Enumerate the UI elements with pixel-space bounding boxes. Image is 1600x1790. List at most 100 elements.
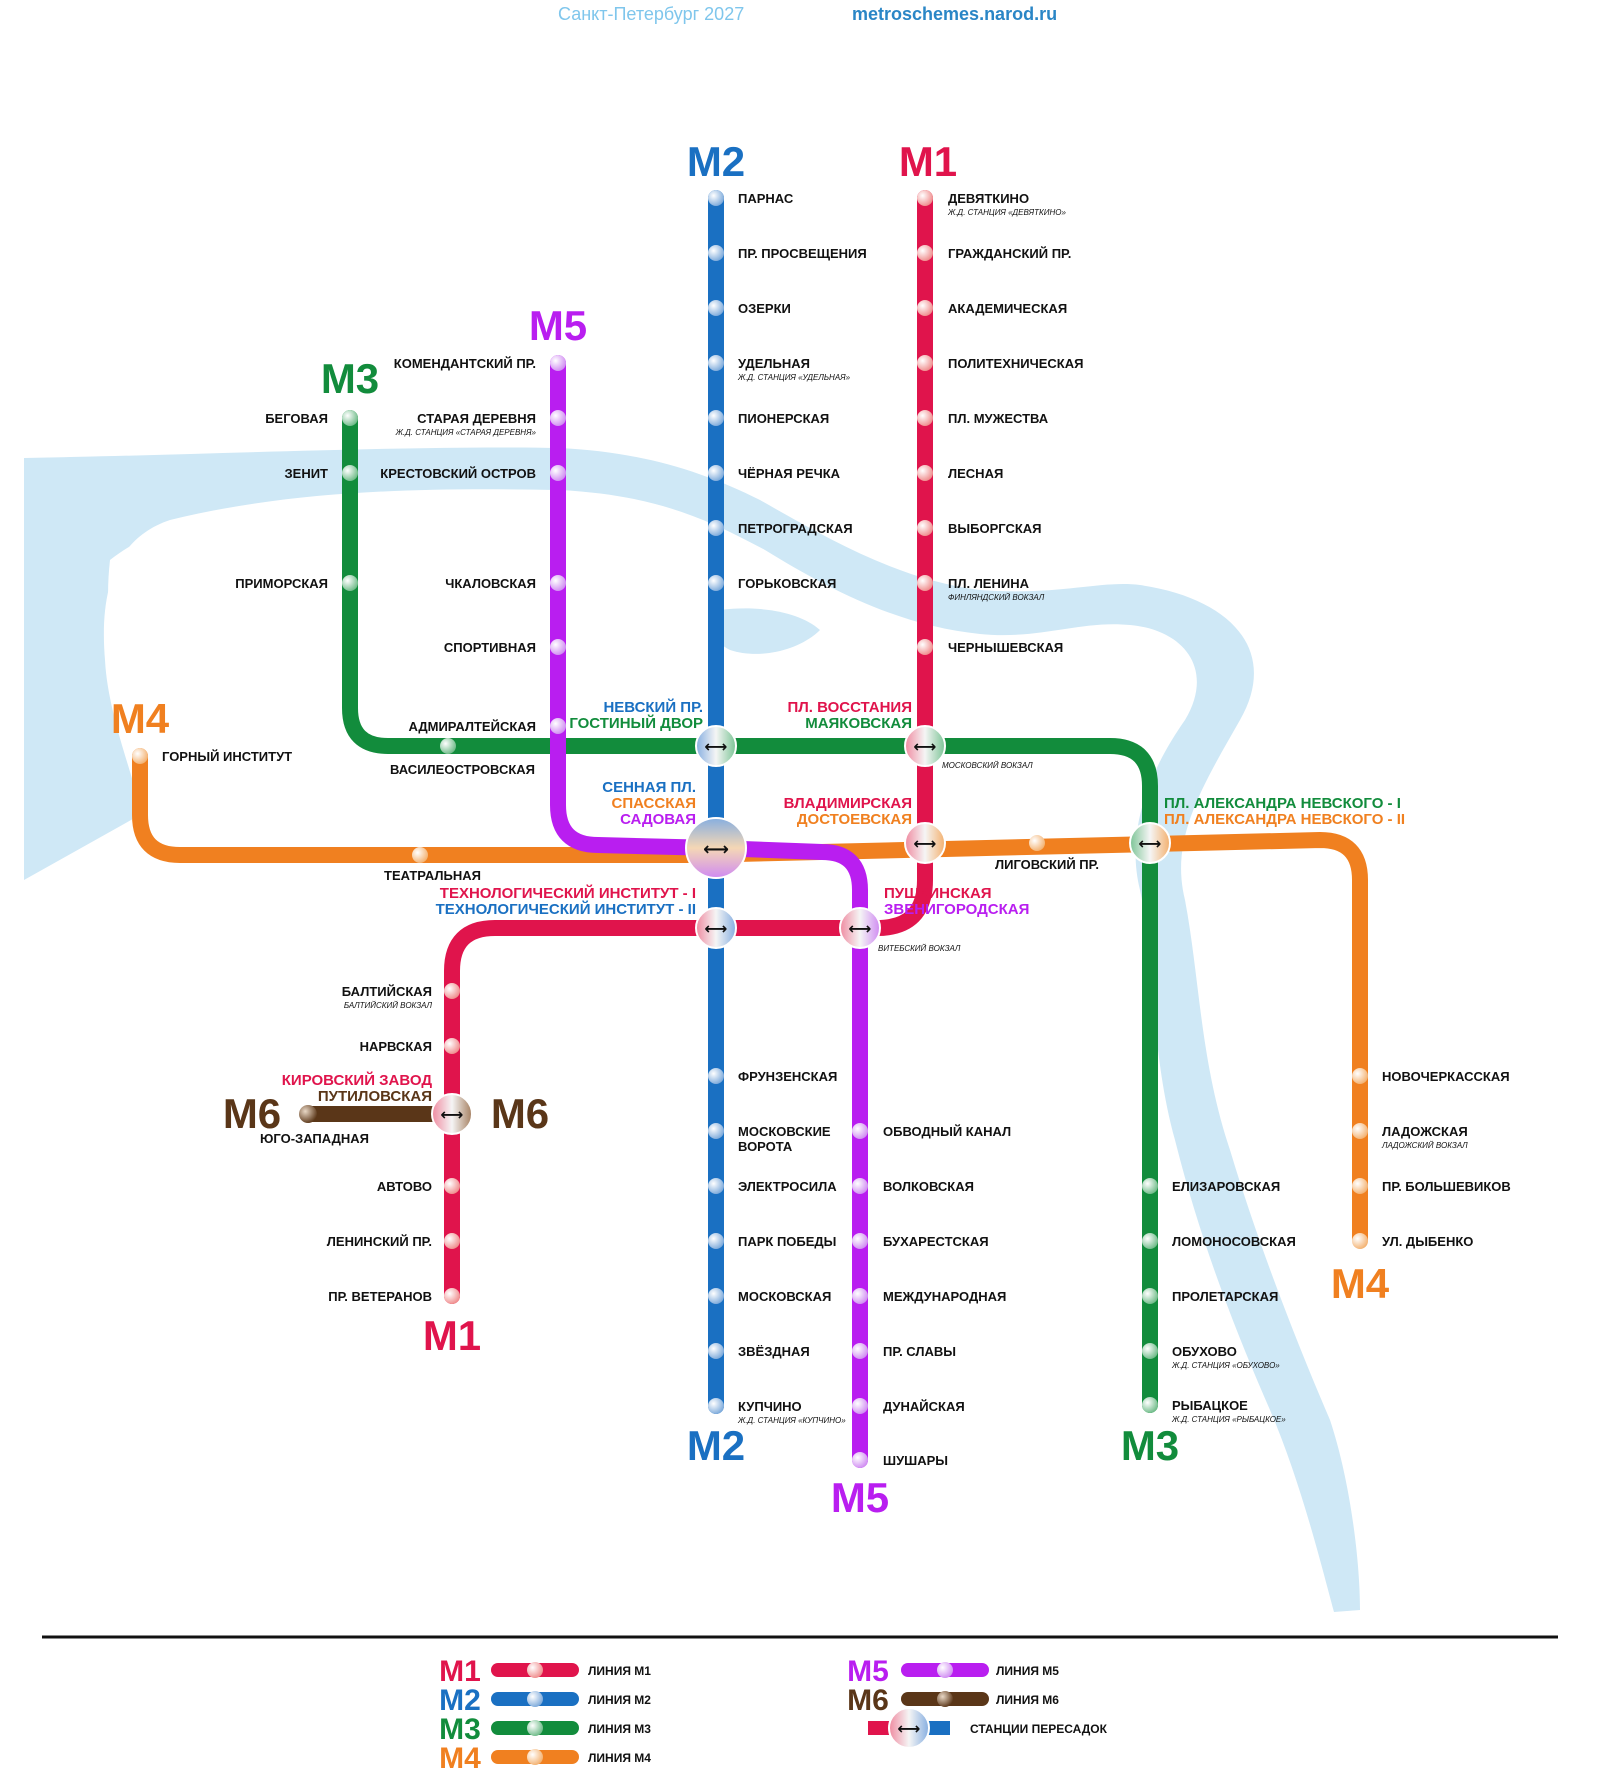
- station-marker[interactable]: [342, 410, 358, 426]
- station-marker[interactable]: [1352, 1068, 1368, 1084]
- station-marker[interactable]: [1142, 1288, 1158, 1304]
- station-pionerskaya[interactable]: ПИОНЕРСКАЯ: [738, 411, 829, 426]
- station-avtovo[interactable]: АВТОВО: [377, 1179, 432, 1194]
- station-marker[interactable]: [1142, 1343, 1158, 1359]
- station-elektrosila[interactable]: ЭЛЕКТРОСИЛА: [738, 1179, 837, 1194]
- station-dunayskaya[interactable]: ДУНАЙСКАЯ: [883, 1399, 965, 1414]
- station-marker[interactable]: [917, 245, 933, 261]
- station-marker[interactable]: [708, 1123, 724, 1139]
- station-marker[interactable]: [852, 1123, 868, 1139]
- station-frunzenskaya[interactable]: ФРУНЗЕНСКАЯ: [738, 1069, 837, 1084]
- station-marker[interactable]: [444, 1038, 460, 1054]
- station-marker[interactable]: [708, 410, 724, 426]
- station-bukharestskaya[interactable]: БУХАРЕСТСКАЯ: [883, 1234, 989, 1249]
- station-narvskaya[interactable]: НАРВСКАЯ: [360, 1039, 432, 1054]
- station-marker[interactable]: [708, 520, 724, 536]
- transfer-nevskogo[interactable]: ⟷: [1129, 822, 1171, 864]
- transfer-pushkinskaya-zvenigorodskaya[interactable]: ⟷: [839, 907, 881, 949]
- station-marker[interactable]: [550, 718, 566, 734]
- station-obvodny[interactable]: ОБВОДНЫЙ КАНАЛ: [883, 1124, 1011, 1139]
- station-park-pobedy[interactable]: ПАРК ПОБЕДЫ: [738, 1234, 836, 1249]
- station-yugo-zapadnaya[interactable]: ЮГО-ЗАПАДНАЯ: [260, 1131, 369, 1146]
- station-marker[interactable]: [708, 1233, 724, 1249]
- station-marker[interactable]: [550, 410, 566, 426]
- station-devyatkino[interactable]: ДЕВЯТКИНО: [948, 191, 1029, 206]
- station-akademicheskaya[interactable]: АКАДЕМИЧЕСКАЯ: [948, 301, 1067, 316]
- station-marker[interactable]: [917, 190, 933, 206]
- station-moskovskie-vorota-line2[interactable]: ВОРОТА: [738, 1139, 793, 1154]
- station-marker[interactable]: [342, 575, 358, 591]
- station-teatralnaya[interactable]: ТЕАТРАЛЬНАЯ: [384, 868, 481, 883]
- station-lesnaya[interactable]: ЛЕСНАЯ: [948, 466, 1003, 481]
- station-shushary[interactable]: ШУШАРЫ: [883, 1453, 948, 1468]
- station-marker[interactable]: [299, 1105, 317, 1123]
- station-rybatskoe[interactable]: РЫБАЦКОЕ: [1172, 1398, 1248, 1413]
- station-elizarovskaya[interactable]: ЕЛИЗАРОВСКАЯ: [1172, 1179, 1280, 1194]
- station-marker[interactable]: [708, 1288, 724, 1304]
- station-marker[interactable]: [550, 639, 566, 655]
- station-marker[interactable]: [1352, 1123, 1368, 1139]
- station-primorskaya[interactable]: ПРИМОРСКАЯ: [235, 576, 328, 591]
- station-marker[interactable]: [1029, 835, 1045, 851]
- station-novocherkasskaya[interactable]: НОВОЧЕРКАССКАЯ: [1382, 1069, 1510, 1084]
- station-marker[interactable]: [440, 738, 456, 754]
- station-marker[interactable]: [132, 748, 148, 764]
- station-marker[interactable]: [917, 639, 933, 655]
- station-moskovskie-vorota[interactable]: МОСКОВСКИЕ: [738, 1124, 831, 1139]
- station-marker[interactable]: [708, 1178, 724, 1194]
- source-link[interactable]: metroschemes.narod.ru: [852, 4, 1058, 24]
- station-marker[interactable]: [550, 355, 566, 371]
- station-marker[interactable]: [708, 1343, 724, 1359]
- station-sportivnaya[interactable]: СПОРТИВНАЯ: [444, 640, 536, 655]
- station-chernaya-rechka[interactable]: ЧЁРНАЯ РЕЧКА: [738, 466, 841, 481]
- station-marker[interactable]: [917, 300, 933, 316]
- station-marker[interactable]: [708, 300, 724, 316]
- station-petrogradskaya[interactable]: ПЕТРОГРАДСКАЯ: [738, 521, 853, 536]
- station-marker[interactable]: [444, 1233, 460, 1249]
- station-marker[interactable]: [708, 575, 724, 591]
- station-marker[interactable]: [1142, 1233, 1158, 1249]
- station-begovaya[interactable]: БЕГОВАЯ: [265, 411, 328, 426]
- station-ul-dybenko[interactable]: УЛ. ДЫБЕНКО: [1382, 1234, 1473, 1249]
- station-udelnaya[interactable]: УДЕЛЬНАЯ: [738, 356, 810, 371]
- station-ladozhskaya[interactable]: ЛАДОЖСКАЯ: [1382, 1124, 1468, 1139]
- transfer-kirovsky-putilovskaya[interactable]: ⟷: [431, 1093, 473, 1135]
- station-marker[interactable]: [1352, 1233, 1368, 1249]
- transfer-tekhnologichesky[interactable]: ⟷: [695, 907, 737, 949]
- station-marker[interactable]: [852, 1398, 868, 1414]
- station-pr-bolshevikov[interactable]: ПР. БОЛЬШЕВИКОВ: [1382, 1179, 1511, 1194]
- station-marker[interactable]: [708, 245, 724, 261]
- station-marker[interactable]: [1142, 1178, 1158, 1194]
- station-leninsky[interactable]: ЛЕНИНСКИЙ ПР.: [327, 1234, 432, 1249]
- station-zenit[interactable]: ЗЕНИТ: [285, 466, 329, 481]
- station-marker[interactable]: [444, 1178, 460, 1194]
- station-marker[interactable]: [917, 410, 933, 426]
- station-volkovskaya[interactable]: ВОЛКОВСКАЯ: [883, 1179, 974, 1194]
- station-marker[interactable]: [852, 1343, 868, 1359]
- station-marker[interactable]: [412, 847, 428, 863]
- station-pl-muzhestva[interactable]: ПЛ. МУЖЕСТВА: [948, 411, 1049, 426]
- station-marker[interactable]: [917, 520, 933, 536]
- station-vyborgskaya[interactable]: ВЫБОРГСКАЯ: [948, 521, 1042, 536]
- station-ligovsky[interactable]: ЛИГОВСКИЙ ПР.: [995, 857, 1099, 872]
- station-marker[interactable]: [917, 355, 933, 371]
- station-staraya-derevnya[interactable]: СТАРАЯ ДЕРЕВНЯ: [417, 411, 536, 426]
- station-marker[interactable]: [917, 575, 933, 591]
- station-marker[interactable]: [550, 575, 566, 591]
- station-moskovskaya[interactable]: МОСКОВСКАЯ: [738, 1289, 831, 1304]
- station-obukhovo[interactable]: ОБУХОВО: [1172, 1344, 1237, 1359]
- station-marker[interactable]: [708, 355, 724, 371]
- station-parnas[interactable]: ПАРНАС: [738, 191, 794, 206]
- station-pr-slavy[interactable]: ПР. СЛАВЫ: [883, 1344, 956, 1359]
- station-marker[interactable]: [1352, 1178, 1368, 1194]
- station-marker[interactable]: [550, 465, 566, 481]
- station-marker[interactable]: [852, 1288, 868, 1304]
- station-kupchino[interactable]: КУПЧИНО: [738, 1399, 802, 1414]
- station-admiralteyskaya[interactable]: АДМИРАЛТЕЙСКАЯ: [408, 719, 536, 734]
- station-marker[interactable]: [444, 1288, 460, 1304]
- station-marker[interactable]: [342, 465, 358, 481]
- station-gorny[interactable]: ГОРНЫЙ ИНСТИТУТ: [162, 749, 292, 764]
- station-chernyshevskaya[interactable]: ЧЕРНЫШЕВСКАЯ: [948, 640, 1063, 655]
- station-marker[interactable]: [708, 190, 724, 206]
- station-ozerki[interactable]: ОЗЕРКИ: [738, 301, 791, 316]
